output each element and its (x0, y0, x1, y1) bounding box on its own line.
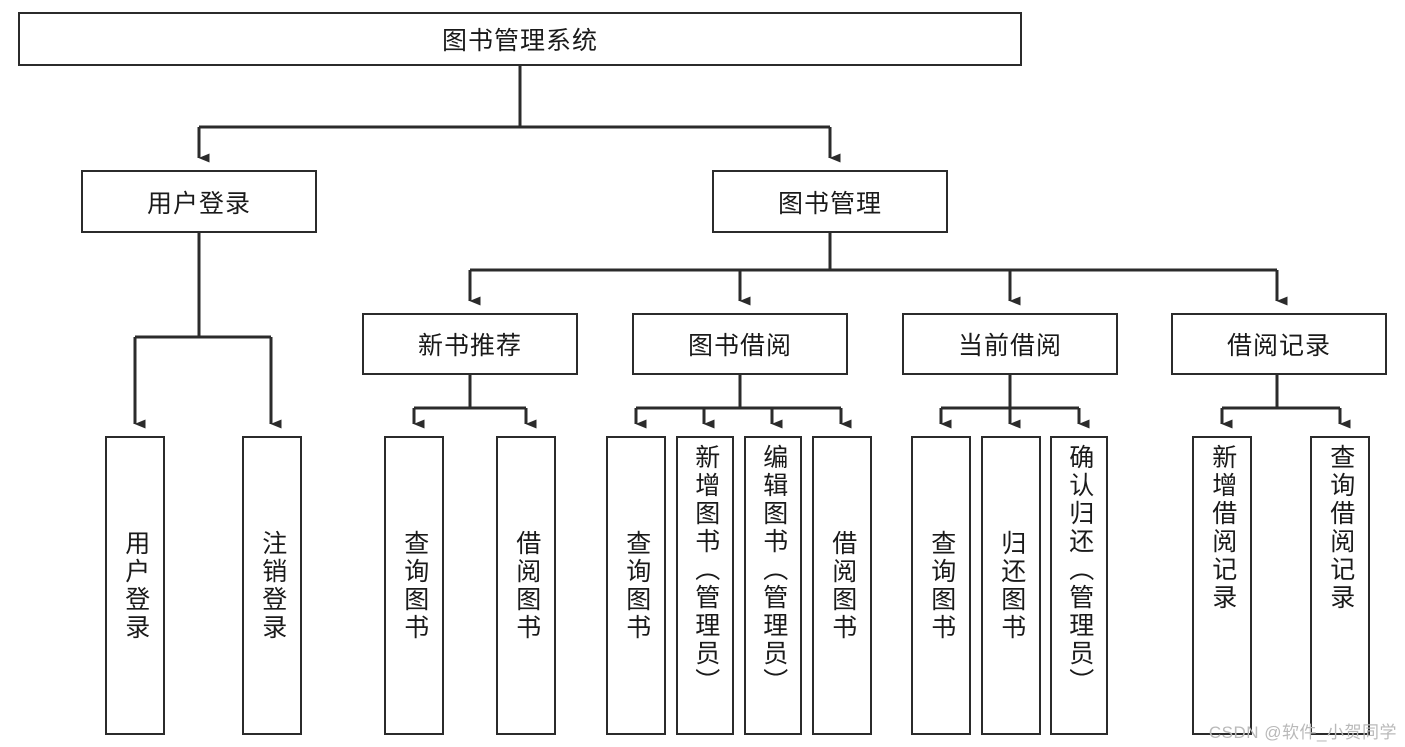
node-label: 归还图书 (997, 530, 1026, 642)
node-label: 新增图书（管理员） (691, 444, 720, 696)
node-label: 借阅图书 (828, 530, 857, 642)
leaf-logout[interactable]: 注销登录 (242, 436, 302, 735)
leaf-query-book-borrow[interactable]: 查询图书 (606, 436, 666, 735)
node-root-system[interactable]: 图书管理系统 (18, 12, 1022, 66)
node-label: 新书推荐 (417, 332, 522, 360)
node-label: 查询图书 (927, 530, 956, 642)
leaf-confirm-return-admin[interactable]: 确认归还（管理员） (1050, 436, 1108, 735)
leaf-add-borrow-record[interactable]: 新增借阅记录 (1192, 436, 1252, 735)
leaf-borrow-book-recommend[interactable]: 借阅图书 (496, 436, 556, 735)
node-borrow-record[interactable]: 借阅记录 (1171, 313, 1387, 375)
node-label: 借阅图书 (512, 530, 541, 642)
leaf-return-book[interactable]: 归还图书 (981, 436, 1041, 735)
leaf-query-book-current[interactable]: 查询图书 (911, 436, 971, 735)
node-label: 编辑图书（管理员） (759, 444, 788, 696)
leaf-add-book-admin[interactable]: 新增图书（管理员） (676, 436, 734, 735)
node-book-borrow[interactable]: 图书借阅 (632, 313, 848, 375)
leaf-borrow-book[interactable]: 借阅图书 (812, 436, 872, 735)
node-label: 查询借阅记录 (1326, 444, 1355, 612)
node-label: 查询图书 (400, 530, 429, 642)
leaf-query-book-recommend[interactable]: 查询图书 (384, 436, 444, 735)
csdn-watermark: CSDN @软件_小贺同学 (1208, 723, 1397, 742)
node-label: 用户登录 (146, 189, 251, 218)
node-label: 查询图书 (622, 530, 651, 642)
node-book-management[interactable]: 图书管理 (712, 170, 948, 233)
node-label: 确认归还（管理员） (1065, 444, 1094, 696)
node-user-login[interactable]: 用户登录 (81, 170, 317, 233)
node-label: 图书借阅 (687, 332, 792, 360)
node-new-book-recommend[interactable]: 新书推荐 (362, 313, 578, 375)
node-label: 图书管理 (777, 189, 882, 218)
node-label: 新增借阅记录 (1208, 444, 1237, 612)
leaf-user-login[interactable]: 用户登录 (105, 436, 165, 735)
node-label: 借阅记录 (1226, 332, 1331, 360)
node-label: 用户登录 (121, 530, 150, 642)
leaf-query-borrow-record[interactable]: 查询借阅记录 (1310, 436, 1370, 735)
node-label: 当前借阅 (957, 332, 1062, 360)
node-label: 注销登录 (258, 530, 287, 642)
node-current-borrow[interactable]: 当前借阅 (902, 313, 1118, 375)
node-label: 图书管理系统 (441, 27, 598, 55)
leaf-edit-book-admin[interactable]: 编辑图书（管理员） (744, 436, 802, 735)
